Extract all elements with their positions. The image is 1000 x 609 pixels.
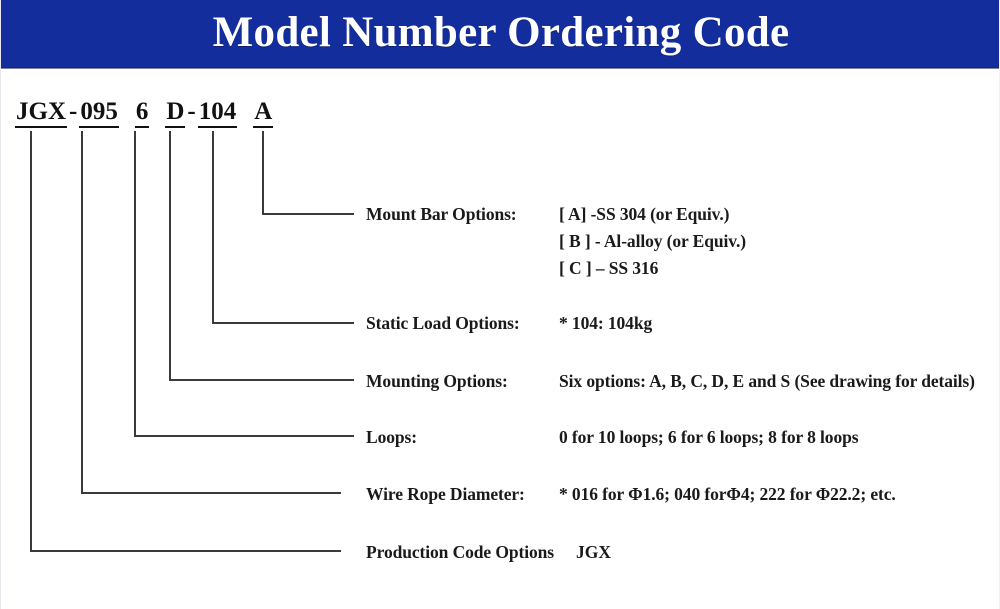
code-segment-mounting: D [165,99,186,128]
spec-value-mounting: Six options: A, B, C, D, E and S (See dr… [559,371,975,391]
leader-vline-wire-rope [81,131,83,494]
spec-label-static-load-options: Static Load Options: [366,313,520,333]
spec-label-mounting-options: Mounting Options: [366,371,508,391]
spec-value-production-code: JGX [576,542,611,562]
leader-vline-loops [134,131,136,437]
code-dash-1: - [69,98,78,125]
leader-hline-mounting [169,379,354,381]
leader-vline-production-code [30,131,32,552]
spec-value-mount-bar-a: [ A] -SS 304 (or Equiv.) [559,204,730,224]
spec-label-mount-bar-options: Mount Bar Options: [366,204,517,224]
spec-value-loops: 0 for 10 loops; 6 for 6 loops; 8 for 8 l… [559,427,859,447]
leader-hline-production-code [30,550,341,552]
spec-value-static-load: * 104: 104kg [559,313,653,333]
leader-hline-static-load [212,322,354,324]
code-segment-static-load: 104 [197,99,238,128]
header-banner: Model Number Ordering Code [1,0,999,68]
spec-value-mount-bar-b: [ B ] - Al-alloy (or Equiv.) [559,231,746,251]
code-dash-2: - [187,98,196,125]
spec-label-loops: Loops: [366,427,417,447]
code-segment-loops: 6 [134,99,150,128]
page-title: Model Number Ordering Code [212,9,790,56]
banner-underline [1,67,999,69]
leader-vline-mount-bar [262,131,264,215]
spec-value-mount-bar-c: [ C ] – SS 316 [559,258,659,278]
leader-hline-mount-bar [262,213,354,215]
code-segment-production-code: JGX [15,99,67,128]
spec-value-wire-rope-diameter: * 016 for Φ1.6; 040 forΦ4; 222 for Φ22.2… [559,484,896,504]
spec-label-wire-rope-diameter: Wire Rope Diameter: [366,484,525,504]
leader-vline-mounting [169,131,171,381]
code-segment-mount-bar: A [253,99,274,128]
code-segment-wire-rope-diameter: 095 [79,99,119,128]
spec-label-production-code-options: Production Code Options [366,542,554,562]
leader-hline-wire-rope [81,492,341,494]
leader-vline-static-load [212,131,214,323]
leader-hline-loops [134,435,354,437]
